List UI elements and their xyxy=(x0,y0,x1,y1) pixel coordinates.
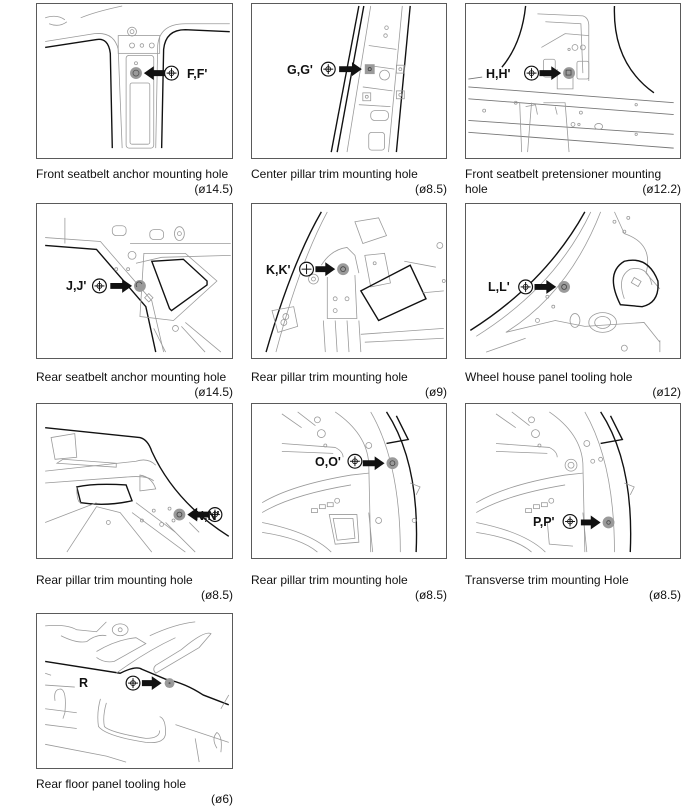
line-drawing-l xyxy=(469,211,661,353)
arrow-icon xyxy=(315,262,336,277)
diagram-n: N,N' xyxy=(36,403,233,559)
caption-name-p: Transverse trim mounting Hole xyxy=(465,573,629,587)
caption-diameter-k: (ø9) xyxy=(425,385,447,399)
caption-diameter-h: (ø12.2) xyxy=(642,182,681,196)
shaded-hole-icon xyxy=(602,516,615,529)
line-drawing-g xyxy=(320,5,411,153)
arrow-icon xyxy=(141,676,162,691)
line-drawing-p xyxy=(476,411,635,553)
line-drawing-o xyxy=(261,411,421,553)
caption-name-n: Rear pillar trim mounting hole xyxy=(36,573,193,587)
caption-k: Rear pillar trim mounting hole (ø9) xyxy=(251,370,447,402)
diagram-p: P,P' xyxy=(465,403,681,559)
caption-name-r: Rear floor panel tooling hole xyxy=(36,777,187,791)
arrow-icon xyxy=(143,66,166,81)
callout-label-r: R xyxy=(79,676,89,690)
callout-label-l: L,L' xyxy=(488,280,510,294)
caption-name-g: Center pillar trim mounting hole xyxy=(251,167,418,181)
callout-label-f: F,F' xyxy=(187,67,208,81)
caption-diameter-r: (ø6) xyxy=(211,792,233,806)
line-drawing-n xyxy=(45,427,230,553)
caption-name-o: Rear pillar trim mounting hole xyxy=(251,573,408,587)
caption-name-h-line2: hole xyxy=(465,182,488,196)
diagram-o: O,O' xyxy=(251,403,447,559)
caption-o: Rear pillar trim mounting hole (ø8.5) xyxy=(251,573,447,605)
caption-diameter-f: (ø14.5) xyxy=(194,182,233,196)
caption-name-j: Rear seatbelt anchor mounting hole xyxy=(36,370,227,384)
callout-label-p: P,P' xyxy=(533,515,555,529)
arrow-icon xyxy=(187,507,210,522)
caption-diameter-l: (ø12) xyxy=(652,385,681,399)
arrow-icon xyxy=(534,280,557,294)
shaded-hole-icon xyxy=(130,67,142,80)
caption-name-l: Wheel house panel tooling hole xyxy=(465,370,633,384)
shaded-hole-icon xyxy=(173,508,186,521)
line-drawing-k xyxy=(265,211,446,353)
caption-h: Front seatbelt pretensioner mounting hol… xyxy=(465,167,681,199)
caption-diameter-o: (ø8.5) xyxy=(414,588,447,602)
line-drawing-j xyxy=(45,217,231,353)
caption-j: Rear seatbelt anchor mounting hole (ø14.… xyxy=(36,370,233,402)
callout-label-k: K,K' xyxy=(266,263,291,277)
caption-n: Rear pillar trim mounting hole (ø8.5) xyxy=(36,573,233,605)
arrow-icon xyxy=(110,279,133,293)
shaded-hole-icon xyxy=(364,64,375,75)
diagram-h: H,H' xyxy=(465,3,681,159)
caption-l: Wheel house panel tooling hole (ø12) xyxy=(465,370,681,402)
callout-label-n: N,N' xyxy=(195,509,220,523)
arrow-icon xyxy=(539,66,562,81)
arrow-icon xyxy=(362,456,385,471)
callout-label-g: G,G' xyxy=(287,63,313,77)
diagram-r: R xyxy=(36,613,233,769)
caption-name-h: Front seatbelt pretensioner mounting xyxy=(465,167,662,181)
diagram-f: F,F' xyxy=(36,3,233,159)
line-drawing-h xyxy=(468,5,674,153)
line-drawing-f xyxy=(45,5,230,149)
shaded-hole-icon xyxy=(563,67,575,80)
callout-label-o: O,O' xyxy=(315,455,341,469)
line-drawing-r xyxy=(45,621,230,763)
shaded-hole-icon xyxy=(386,457,399,470)
diagram-g: G,G' xyxy=(251,3,447,159)
arrow-icon xyxy=(580,515,601,530)
caption-name-k: Rear pillar trim mounting hole xyxy=(251,370,408,384)
caption-diameter-g: (ø8.5) xyxy=(414,182,447,196)
diagram-k: K,K' xyxy=(251,203,447,359)
shaded-hole-icon xyxy=(558,281,571,293)
caption-g: Center pillar trim mounting hole (ø8.5) xyxy=(251,167,447,199)
callout-label-h: H,H' xyxy=(486,67,511,81)
callout-label-j: J,J' xyxy=(66,279,87,293)
caption-p: Transverse trim mounting Hole (ø8.5) xyxy=(465,573,681,605)
caption-diameter-j: (ø14.5) xyxy=(194,385,233,399)
caption-f: Front seatbelt anchor mounting hole (ø14… xyxy=(36,167,233,199)
caption-r: Rear floor panel tooling hole (ø6) xyxy=(36,777,233,809)
caption-name-f: Front seatbelt anchor mounting hole xyxy=(36,167,229,181)
shaded-hole-icon xyxy=(337,263,349,276)
arrow-icon xyxy=(339,62,362,77)
diagram-j: J,J' xyxy=(36,203,233,359)
caption-diameter-p: (ø8.5) xyxy=(648,588,681,602)
caption-diameter-n: (ø8.5) xyxy=(200,588,233,602)
diagram-l: L,L' xyxy=(465,203,681,359)
